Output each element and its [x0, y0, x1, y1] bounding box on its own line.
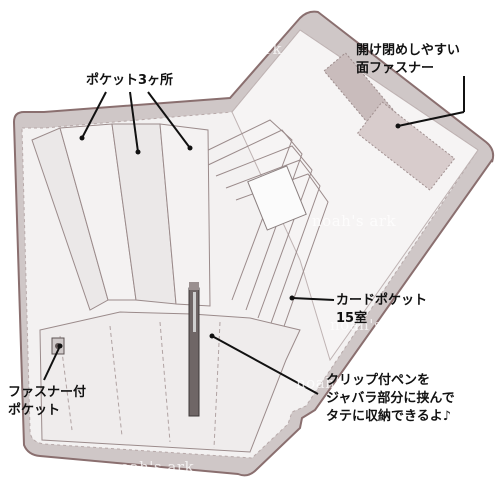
label-card-pocket: カードポケット 15室	[336, 292, 427, 328]
watermark-2: noah's ark	[198, 40, 283, 58]
label-zip-pocket-line1: ファスナー付	[8, 385, 87, 400]
label-card-pocket-line1: カードポケット	[336, 293, 428, 308]
leader-lines	[43, 76, 465, 395]
watermark-5: noah's ark	[330, 316, 415, 334]
label-zip-pocket: ファスナー付 ポケット	[8, 384, 86, 420]
pen	[188, 282, 200, 417]
label-zip-pocket-line2: ポケット	[8, 403, 61, 418]
watermark-3: noah's ark	[60, 72, 145, 90]
watermark-7: noah's ark	[110, 458, 195, 476]
accordion-pockets	[31, 123, 211, 311]
label-velcro-line2: 面ファスナー	[356, 61, 435, 76]
label-velcro-line1: 開け閉めしやすい	[356, 43, 460, 58]
label-pockets-three: ポケット3ヶ所	[86, 73, 174, 88]
label-pen-line2: ジャバラ部分に挟んで	[326, 391, 455, 406]
label-pen-line3: タテに収納できるよ♪	[326, 409, 452, 424]
label-card-pocket-line2: 15室	[336, 311, 368, 326]
watermark-6: noah's ark	[296, 374, 381, 392]
watermark-1: noah's ark	[12, 18, 97, 36]
label-pen: クリップ付ペンを ジャバラ部分に挟んで タテに収納できるよ♪	[326, 372, 455, 426]
label-velcro: 開け閉めしやすい 面ファスナー	[356, 42, 460, 78]
card-inserted	[247, 165, 307, 231]
label-pen-line1: クリップ付ペンを	[326, 373, 431, 388]
velcro-pad	[356, 101, 456, 191]
bottom-gusset	[39, 311, 301, 453]
watermark-4: noah's ark	[312, 212, 397, 230]
